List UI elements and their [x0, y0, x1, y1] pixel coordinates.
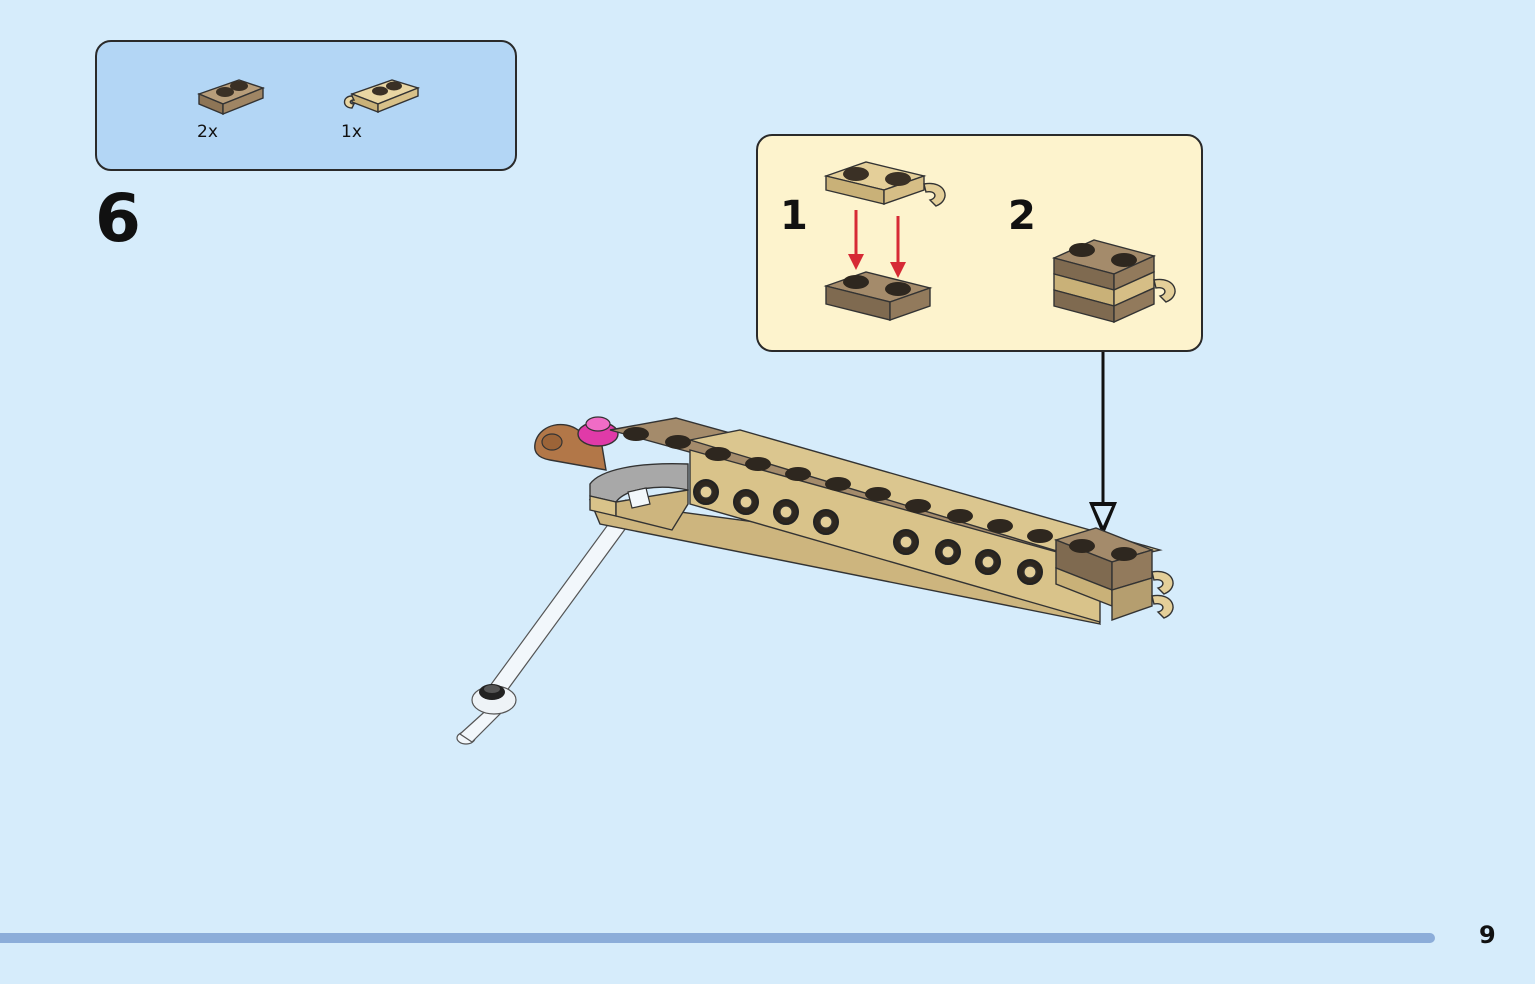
sub-assembly-callout: 1 2 — [756, 134, 1203, 352]
sub-step-1-illustration — [823, 161, 946, 321]
tan-plate-1x2-clip-icon — [343, 79, 421, 114]
sub-step-number: 2 — [1008, 193, 1036, 239]
sub-step-2-illustration — [1051, 239, 1176, 324]
callout-pointer-arrow — [1089, 352, 1117, 536]
step-number: 6 — [95, 180, 141, 257]
parts-list-box: 2x 1x — [95, 40, 517, 171]
main-model-illustration — [456, 416, 1174, 745]
progress-bar — [0, 933, 1435, 943]
sub-step-number: 1 — [780, 193, 808, 239]
page-number: 9 — [1479, 921, 1496, 949]
part-quantity: 1x — [341, 122, 362, 142]
part-quantity: 2x — [197, 122, 218, 142]
tan-brown-plate-1x2-icon — [197, 79, 266, 116]
